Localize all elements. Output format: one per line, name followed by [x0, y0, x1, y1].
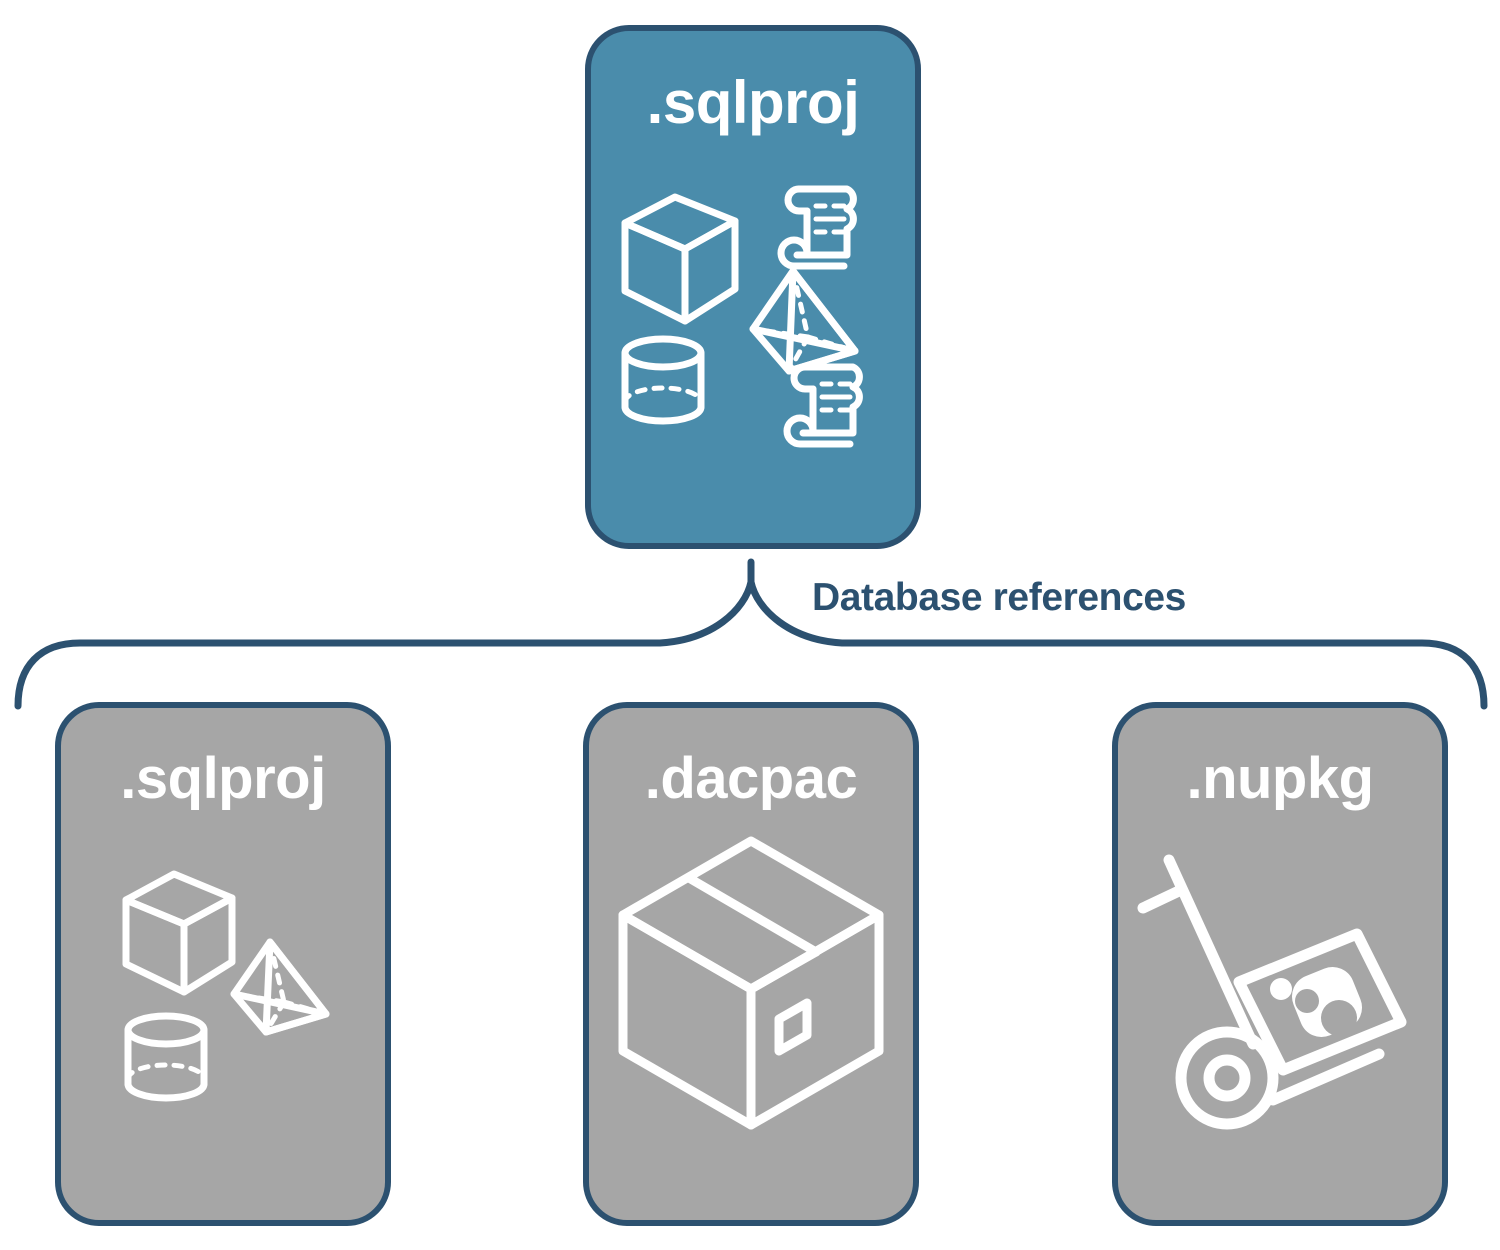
brace-left-wing	[14, 578, 755, 710]
reference-nupkg-icon-group	[1118, 838, 1442, 1138]
card-sqlproj-root[interactable]: .sqlproj	[585, 25, 921, 549]
reference-sqlproj-icon-group	[61, 858, 385, 1118]
database-references-brace	[14, 558, 1488, 710]
card-reference-sqlproj[interactable]: .sqlproj	[55, 702, 391, 1226]
script-scroll-icon	[783, 363, 863, 448]
card-reference-dacpac-title: .dacpac	[644, 746, 858, 811]
card-reference-dacpac[interactable]: .dacpac	[583, 702, 919, 1226]
cylinder-icon	[621, 335, 705, 425]
cylinder-icon	[124, 1012, 208, 1102]
cube-icon	[122, 870, 236, 996]
package-box-icon	[618, 836, 884, 1130]
hand-truck-package-icon	[1137, 854, 1407, 1130]
card-sqlproj-root-title: .sqlproj	[646, 69, 860, 136]
card-reference-nupkg[interactable]: .nupkg	[1112, 702, 1448, 1226]
script-scroll-icon	[777, 185, 857, 270]
card-reference-nupkg-title: .nupkg	[1186, 746, 1374, 811]
database-objects-icon-cluster	[122, 870, 330, 1102]
brace-label: Database references	[812, 576, 1186, 619]
cube-icon	[621, 193, 739, 325]
nuget-blobs	[1270, 966, 1363, 1038]
pyramid-icon	[230, 938, 330, 1036]
pyramid-icon	[749, 267, 859, 375]
reference-dacpac-icon-group	[589, 823, 913, 1143]
card-reference-sqlproj-title: .sqlproj	[120, 746, 326, 811]
database-objects-icon-cluster	[621, 185, 863, 448]
root-icon-group	[591, 171, 915, 451]
